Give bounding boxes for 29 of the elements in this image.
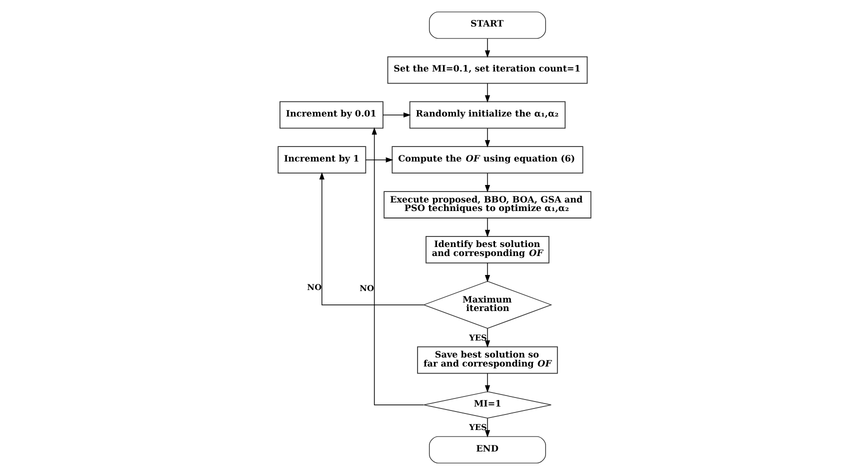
arrow [484, 262, 490, 282]
edge-label: YES [468, 422, 486, 432]
edge-label: YES [468, 332, 486, 342]
node-box: END [428, 436, 546, 463]
arrow [484, 217, 490, 237]
arrow [484, 372, 490, 392]
node-diamond: Maximum iteration [422, 280, 552, 328]
edge-label: NO [306, 281, 322, 292]
arrow [484, 328, 490, 348]
arrow [484, 172, 490, 192]
arrow [364, 156, 393, 162]
node-box: Save best solution so far and corresponding OF [416, 346, 558, 374]
node-diamond: MI=1 [422, 390, 551, 418]
arrow [484, 418, 490, 437]
arrow [484, 38, 490, 58]
node-box: START [428, 11, 546, 38]
node-box: Increment by 0.01 [279, 100, 383, 128]
node-box: Identify best solution and corresponding OF [425, 235, 549, 263]
arrow [371, 126, 424, 405]
arrow [484, 128, 490, 148]
arrow [318, 172, 424, 305]
node-box: Execute proposed, BBO, BOA, GSA and PSO techniques to optimize α₁,α₂ [383, 190, 591, 218]
node-box: Set the MI=0.1, set iteration count=1 [386, 56, 588, 84]
arrow [484, 82, 490, 102]
node-box: Randomly initialize the α₁,α₂ [408, 100, 566, 128]
edge-label: NO [359, 282, 374, 293]
node-box: Compute the OF using equation (6) [391, 146, 583, 174]
node-box: Increment by 1 [277, 146, 366, 174]
arrow [382, 112, 410, 118]
